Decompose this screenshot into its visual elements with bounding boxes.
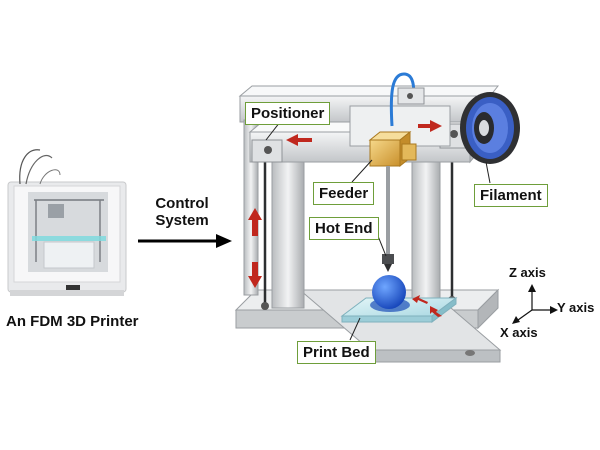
motion-arrows: [248, 120, 442, 317]
control-system-label: Control System: [146, 195, 218, 229]
y-axis-label: Y axis: [557, 300, 595, 315]
feeder-label: Feeder: [313, 182, 375, 206]
fdm-printer-image: [7, 149, 127, 296]
filament-label: Filament: [474, 184, 548, 208]
positioner-label: Positioner: [245, 102, 331, 126]
filament-spool: [460, 92, 520, 164]
control-arrow: [138, 234, 232, 248]
axes-gizmo: [512, 284, 558, 324]
hot-end-label: Hot End: [309, 217, 379, 241]
feeder-unit: [368, 130, 417, 168]
printer-caption: An FDM 3D Printer: [6, 313, 139, 330]
printer-diagram: [234, 72, 558, 363]
control-system-line1: Control: [155, 195, 209, 212]
z-axis-label: Z axis: [509, 265, 546, 280]
x-axis-label: X axis: [500, 325, 538, 340]
control-system-line2: System: [155, 211, 209, 229]
print-bed-label: Print Bed: [297, 341, 376, 365]
